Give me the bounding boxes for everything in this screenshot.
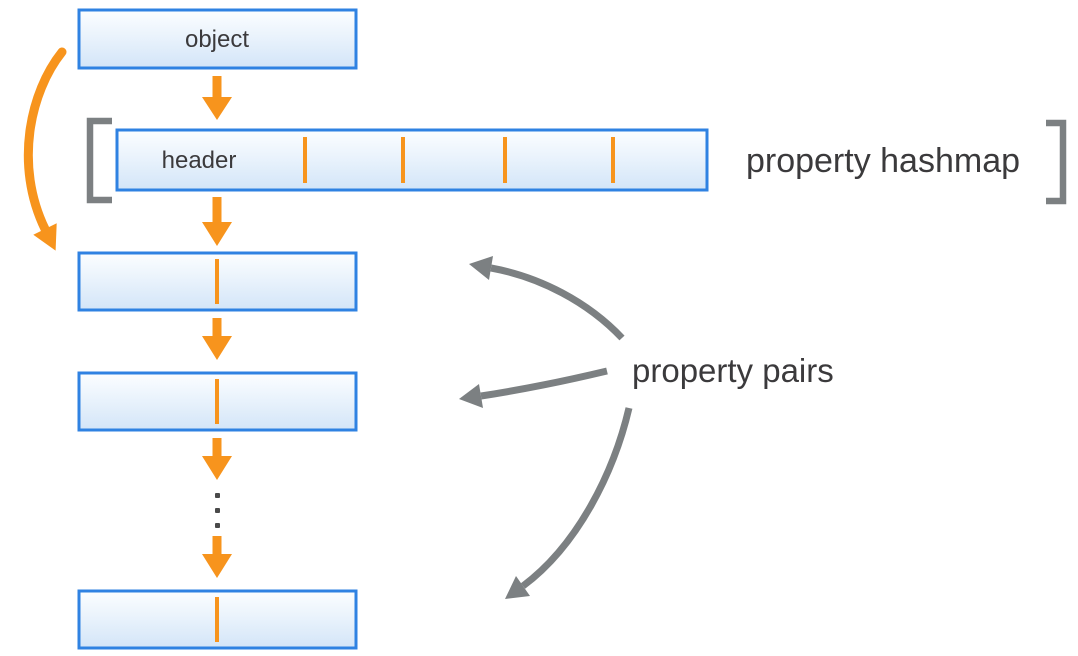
curved-arrow-shaft bbox=[23, 47, 67, 234]
property-pair-box-3 bbox=[77, 589, 358, 650]
object-box bbox=[77, 8, 358, 70]
object-label: object bbox=[185, 26, 249, 53]
gray-arrow-shaft bbox=[480, 367, 608, 400]
property-pair-box-1 bbox=[77, 251, 358, 312]
header-label: header bbox=[162, 147, 237, 174]
arrow-head bbox=[202, 554, 232, 578]
curved-arrow-head bbox=[33, 223, 57, 251]
object-node: object bbox=[77, 8, 358, 70]
gray-arrow-head bbox=[469, 256, 493, 280]
object-to-pairs-curved-arrow-icon bbox=[23, 47, 67, 251]
down-arrow-icon-object-to-header bbox=[202, 76, 232, 120]
hashmap-box bbox=[115, 128, 709, 192]
property-pairs-group: property pairs bbox=[459, 256, 834, 599]
down-arrow-icon-header-to-pair1 bbox=[202, 197, 232, 246]
gray-arrow-icon-to-pair2 bbox=[459, 367, 608, 408]
arrow-head bbox=[202, 336, 232, 360]
gray-arrow-icon-to-pair1 bbox=[469, 256, 625, 341]
ellipsis-dots bbox=[215, 493, 220, 528]
gray-arrow-shaft bbox=[520, 407, 633, 589]
right-bracket bbox=[1046, 119, 1067, 205]
down-arrow-icon-pair2-to-ellipsis bbox=[202, 438, 232, 480]
down-arrow-icon-pair1-to-pair2 bbox=[202, 318, 232, 360]
down-arrow-icon-ellipsis-to-pair3 bbox=[202, 536, 232, 578]
property-pair-box-2 bbox=[77, 371, 358, 432]
ellipsis-dot bbox=[215, 523, 220, 528]
gray-arrow-icon-to-pair3 bbox=[505, 407, 633, 599]
property-hashmap-group: header property hashmap bbox=[86, 117, 1067, 205]
hashmap-slot-dividers bbox=[303, 137, 615, 183]
gray-arrow-head bbox=[505, 576, 530, 599]
gray-arrow-shaft bbox=[490, 264, 625, 341]
gray-arrow-head bbox=[459, 384, 483, 408]
left-bracket bbox=[86, 117, 112, 204]
ellipsis-dot bbox=[215, 508, 220, 513]
property-pairs-caption: property pairs bbox=[632, 352, 834, 389]
arrow-head bbox=[202, 97, 232, 120]
arrow-head bbox=[202, 222, 232, 246]
property-hashmap-caption: property hashmap bbox=[746, 142, 1020, 180]
ellipsis-dot bbox=[215, 493, 220, 498]
arrow-head bbox=[202, 456, 232, 480]
